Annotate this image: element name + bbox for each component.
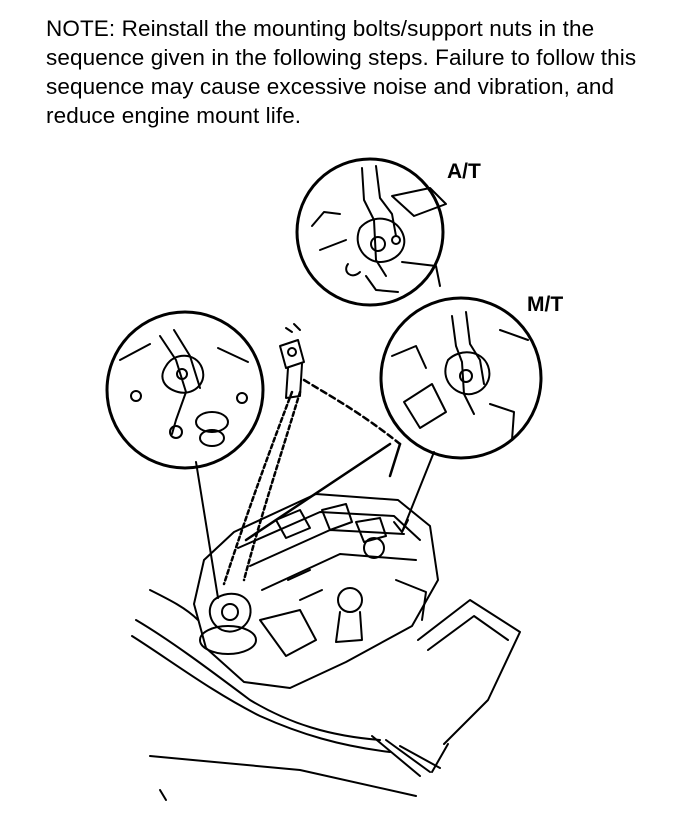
vehicle-body xyxy=(131,589,521,801)
label-automatic-transmission: A/T xyxy=(447,160,481,183)
note-text: NOTE: Reinstall the mounting bolts/suppo… xyxy=(46,16,637,128)
label-manual-transmission: M/T xyxy=(527,293,564,316)
lifting-chain xyxy=(222,378,402,586)
lifting-hook xyxy=(279,323,305,399)
leader-arrow-mt xyxy=(393,519,409,533)
detail-circle-at xyxy=(295,157,447,307)
detail-circle-mt xyxy=(379,296,543,460)
leader-line-side xyxy=(195,461,219,599)
leader-line-mt xyxy=(401,451,435,533)
engine-block xyxy=(193,493,439,689)
detail-circle-side xyxy=(105,310,265,470)
